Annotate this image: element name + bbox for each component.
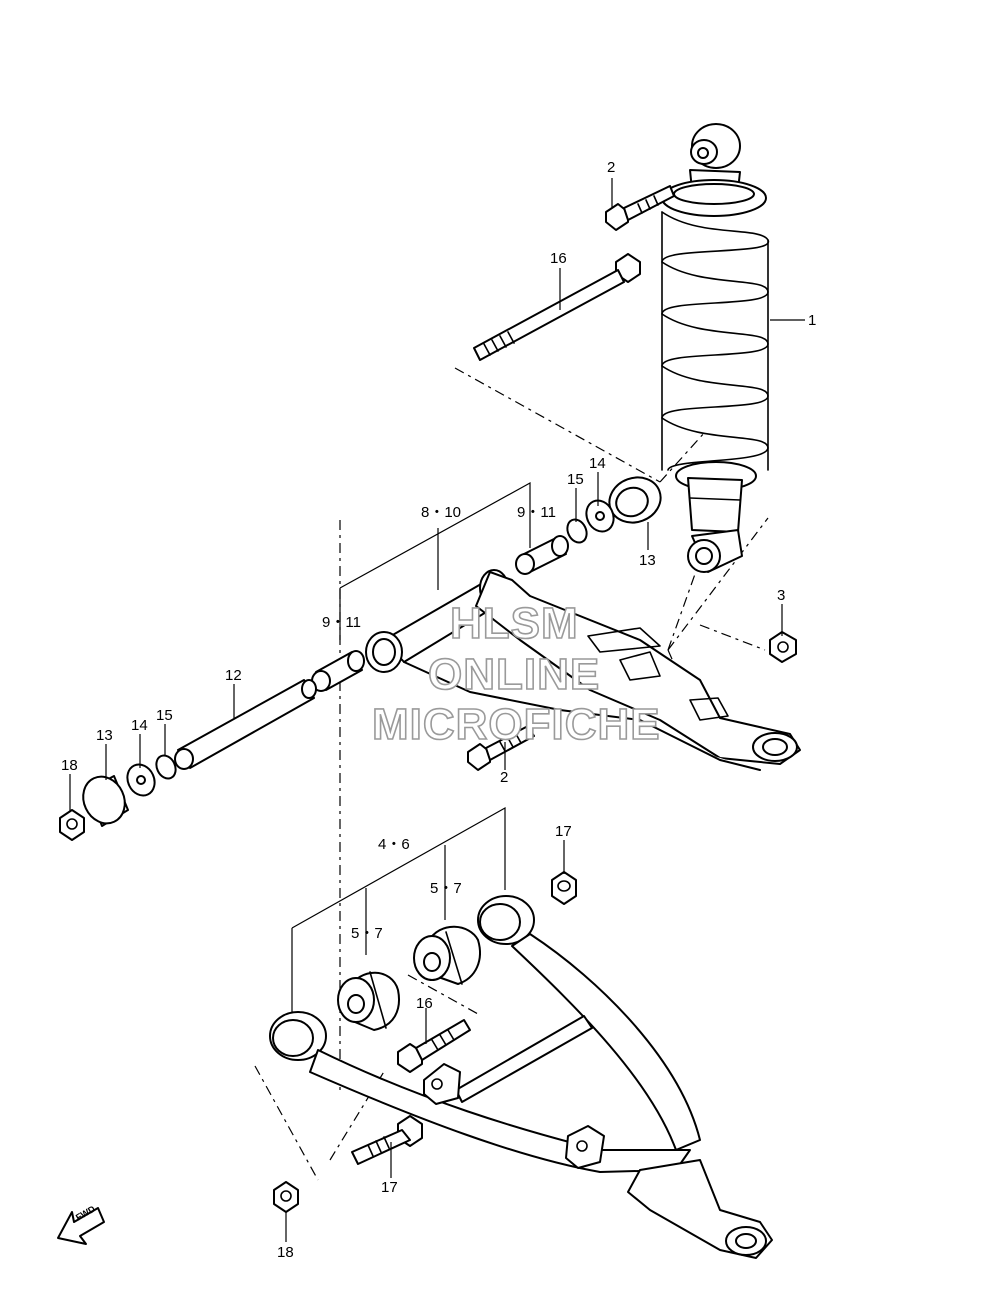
watermark-line-3: MICROFICHE	[371, 700, 661, 749]
callout-9-11-left: 9・11	[322, 614, 361, 631]
coil-spring	[661, 211, 769, 471]
callout-16-upper: 16	[550, 250, 567, 267]
seal-15-upper	[566, 518, 588, 544]
seal-15-lower	[155, 754, 177, 780]
callout-8-10: 8・10	[421, 504, 462, 521]
callout-16-lower: 16	[416, 995, 433, 1012]
bolt-2-upper	[605, 185, 675, 231]
callout-5-7-rear: 5・7	[430, 880, 462, 897]
callout-17-upper: 17	[555, 823, 572, 840]
bushing-5-7-front	[337, 971, 400, 1031]
callout-leaders	[69, 178, 805, 1242]
bushing-5-7-rear	[413, 925, 481, 985]
bolt-16-lower	[397, 1019, 471, 1073]
bolt-17	[351, 1115, 423, 1165]
callout-13-upper: 13	[639, 552, 656, 569]
callout-2-upper: 2	[607, 159, 616, 176]
callout-1: 1	[808, 312, 817, 329]
callout-15-upper: 15	[567, 471, 584, 488]
shaft-12	[174, 679, 317, 770]
callout-12: 12	[225, 667, 242, 684]
callout-brackets	[291, 481, 531, 1015]
callout-17-lower: 17	[381, 1179, 398, 1196]
nut-18-upper	[59, 809, 85, 841]
callout-18-upper: 18	[61, 757, 78, 774]
washer-14-lower-hole	[136, 775, 146, 785]
watermark-line-2: ONLINE	[427, 650, 601, 699]
callout-5-7-front: 5・7	[351, 925, 383, 942]
callout-4-6: 4・6	[378, 836, 410, 853]
callout-2-lower: 2	[500, 769, 509, 786]
callout-14-lower: 14	[131, 717, 148, 734]
callout-18-lower: 18	[277, 1244, 294, 1261]
bushing-9-11-right	[515, 535, 569, 575]
callout-14-upper: 14	[589, 455, 606, 472]
nut-3	[769, 631, 797, 663]
callout-13-lower: 13	[96, 727, 113, 744]
shock-absorber	[661, 123, 769, 573]
bolt-2-lower	[467, 725, 535, 771]
nut-18-lower	[273, 1181, 299, 1213]
fwd-arrow	[57, 1207, 105, 1245]
washer-13-lower	[82, 775, 129, 827]
callout-15-lower: 15	[156, 707, 173, 724]
bolt-16-upper	[473, 253, 641, 361]
bushing-9-11-left	[311, 650, 365, 692]
nut-17	[551, 871, 577, 905]
lower-arm	[269, 895, 773, 1259]
upper-arm	[365, 569, 801, 771]
watermark-line-1: HLSM	[449, 599, 579, 648]
callout-9-11-right: 9・11	[517, 504, 556, 521]
callout-3: 3	[777, 587, 786, 604]
washer-14-upper-hole	[595, 511, 605, 521]
